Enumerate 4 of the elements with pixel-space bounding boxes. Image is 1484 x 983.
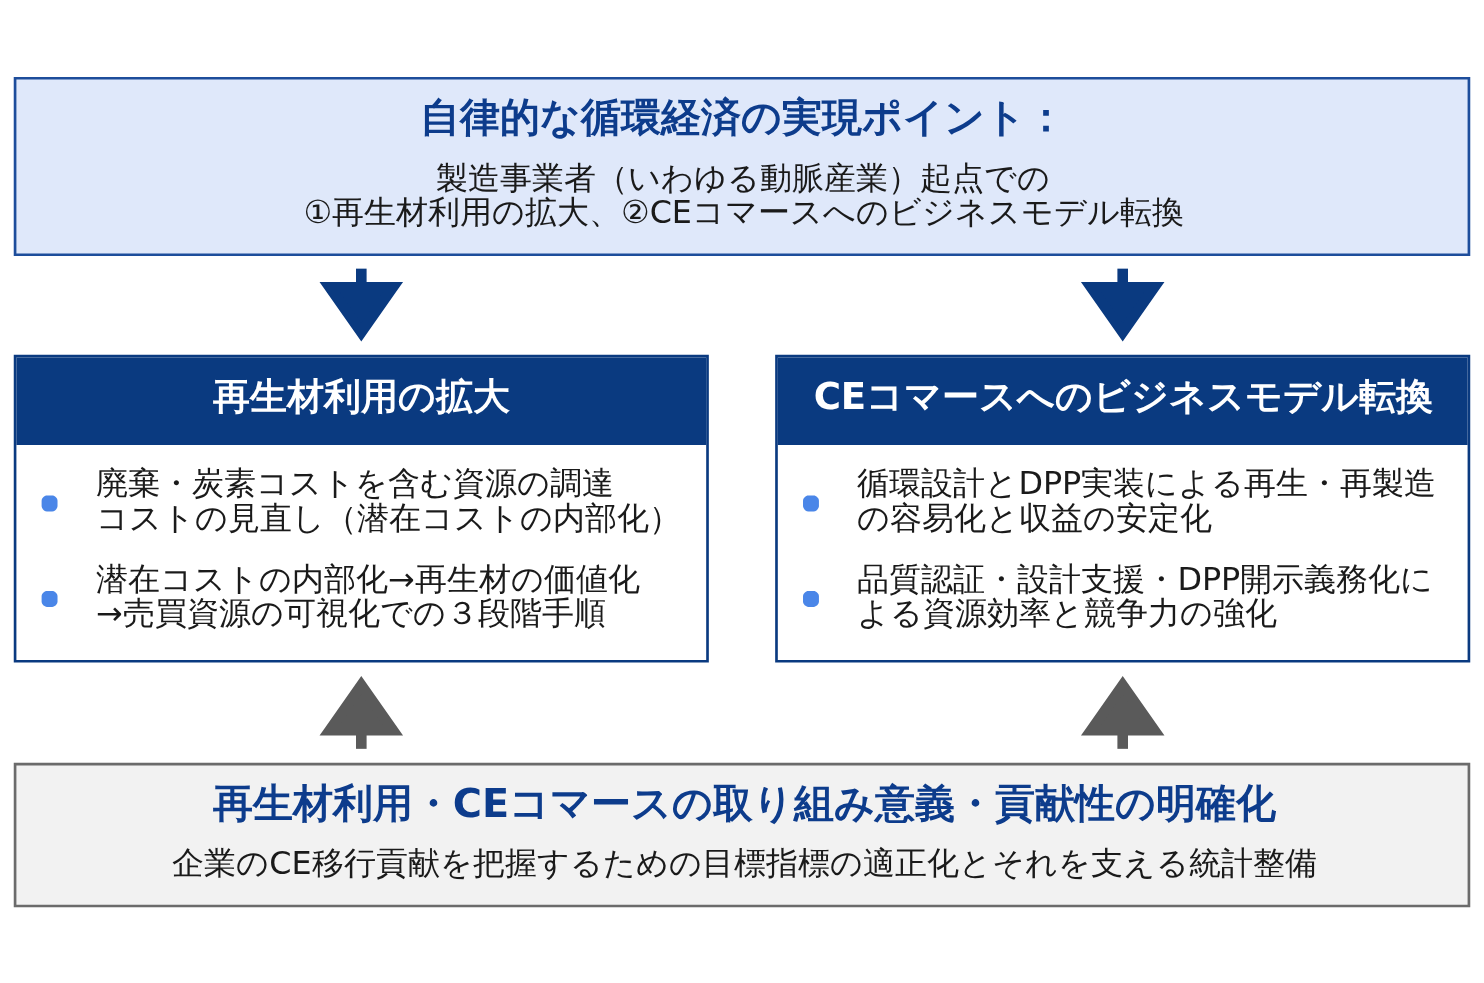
arrow <box>319 675 404 749</box>
arrow <box>319 268 404 342</box>
arrow <box>1080 675 1165 749</box>
arrow <box>1080 268 1165 342</box>
